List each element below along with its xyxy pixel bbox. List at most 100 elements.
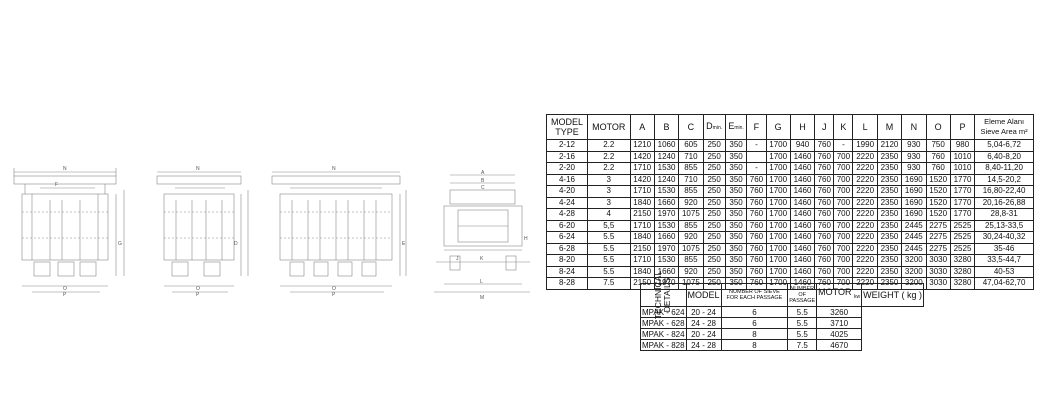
table-cell: 1460 (789, 208, 816, 221)
table-cell: 5,04-6,72 (974, 139, 1034, 152)
table-cell: 7.5 (787, 339, 818, 351)
table-cell: 350 (724, 265, 748, 278)
dim-label-m: M (480, 295, 484, 301)
table-cell: 930 (901, 150, 927, 163)
table-cell: 350 (724, 139, 748, 152)
table-cell: 940 (789, 139, 816, 152)
table-cell: 1075 (678, 242, 704, 255)
table-cell: 3280 (949, 277, 976, 290)
table-cell: 930 (901, 139, 927, 152)
tech-col-motor-sub: kw (854, 293, 861, 300)
table-cell: 3280 (949, 254, 976, 267)
table-cell: 4 (586, 208, 631, 221)
table-cell: 700 (833, 185, 854, 198)
col-d-label: D (706, 121, 713, 131)
drawing-2-passage (13, 168, 125, 293)
table-cell: 760 (925, 150, 951, 163)
col-model-type-line2: TYPE (555, 127, 579, 137)
tech-col-passage: NUMBER OF PASSAGE (787, 283, 818, 307)
table-cell: MPAK - 828 (640, 339, 687, 351)
table-cell: 2220 (852, 173, 878, 186)
col-f: F (746, 114, 767, 140)
table-cell: 250 (702, 208, 726, 221)
table-cell: 4-20 (546, 185, 588, 198)
table-cell: 1530 (653, 185, 680, 198)
table-cell: 1530 (653, 219, 680, 232)
col-m: M (876, 114, 903, 140)
table-cell: 250 (702, 173, 726, 186)
table-cell: 2.2 (586, 150, 631, 163)
table-cell: 760 (746, 242, 767, 255)
col-h: H (789, 114, 816, 140)
dim-label-e: E (402, 241, 406, 247)
dim-label-p: P (63, 292, 67, 298)
table-cell: 2350 (876, 242, 903, 255)
table-cell: 760 (746, 185, 767, 198)
table-cell: 1710 (629, 185, 655, 198)
table-cell: 1460 (789, 231, 816, 244)
table-cell: 760 (814, 185, 835, 198)
table-cell: 2525 (949, 242, 976, 255)
col-e-sub: min. (734, 125, 744, 131)
table-cell: 2220 (852, 219, 878, 232)
dim-label-n-2: N (196, 166, 200, 172)
table-cell: 855 (678, 254, 704, 267)
table-cell: 710 (678, 150, 704, 163)
table-cell: 250 (702, 231, 726, 244)
table-cell: 1840 (629, 265, 655, 278)
table-cell: 2.2 (586, 139, 631, 152)
table-cell: 700 (833, 173, 854, 186)
table-cell: 2350 (876, 150, 903, 163)
table-cell: 2350 (876, 231, 903, 244)
col-g: G (765, 114, 791, 140)
table-cell: 4-16 (546, 173, 588, 186)
table-cell: 605 (678, 139, 704, 152)
dim-label-o: O (63, 286, 67, 292)
table-cell: 1770 (949, 196, 976, 209)
technical-details-header: TECHNICAL DETAILS MODEL NUMBER OF SIEVE … (640, 271, 924, 319)
table-cell: 700 (833, 254, 854, 267)
table-cell: 2275 (925, 231, 951, 244)
dim-label-o-3: O (332, 286, 336, 292)
col-d-sub: min. (712, 125, 723, 131)
table-cell: 4025 (816, 328, 863, 340)
dim-label-a: A (481, 170, 485, 176)
technical-drawings: N F O P G N O P D N O P E A B C J K L M … (13, 166, 530, 301)
table-cell: 2445 (901, 242, 927, 255)
table-cell: 33,5-44,7 (974, 254, 1034, 267)
table-cell: 8 (720, 328, 789, 340)
table-cell: 760 (746, 173, 767, 186)
table-cell: 700 (833, 265, 854, 278)
table-cell: 25,13-33,5 (974, 219, 1034, 232)
table-cell: 7.5 (586, 277, 631, 290)
table-cell: 1700 (765, 196, 791, 209)
dim-label-p-3: P (332, 292, 336, 298)
table-cell: 2220 (852, 208, 878, 221)
table-cell: MPAK - 824 (640, 328, 687, 340)
table-cell: 350 (724, 185, 748, 198)
table-cell: 250 (702, 219, 726, 232)
table-cell: 760 (746, 219, 767, 232)
table-cell: 350 (724, 208, 748, 221)
table-cell: 5.5 (586, 254, 631, 267)
table-cell: 35-46 (974, 242, 1034, 255)
table-cell: 5.5 (787, 328, 818, 340)
dimension-table-header: MODEL TYPE MOTOR A B C Dmin. Emin. F G H… (546, 114, 1034, 140)
dimension-table: MODEL TYPE MOTOR A B C Dmin. Emin. F G H… (546, 114, 1034, 290)
table-cell: 1520 (925, 196, 951, 209)
table-cell: 760 (814, 254, 835, 267)
table-cell: 24 - 28 (685, 339, 722, 351)
table-cell: 760 (925, 162, 951, 175)
table-cell: 1520 (925, 208, 951, 221)
table-cell: 5.5 (787, 306, 818, 318)
table-cell: 1700 (765, 231, 791, 244)
table-cell: 2150 (629, 208, 655, 221)
dim-label-p-2: P (196, 292, 200, 298)
table-cell: 760 (814, 219, 835, 232)
table-cell: 1010 (949, 150, 976, 163)
table-cell: 1210 (629, 139, 655, 152)
